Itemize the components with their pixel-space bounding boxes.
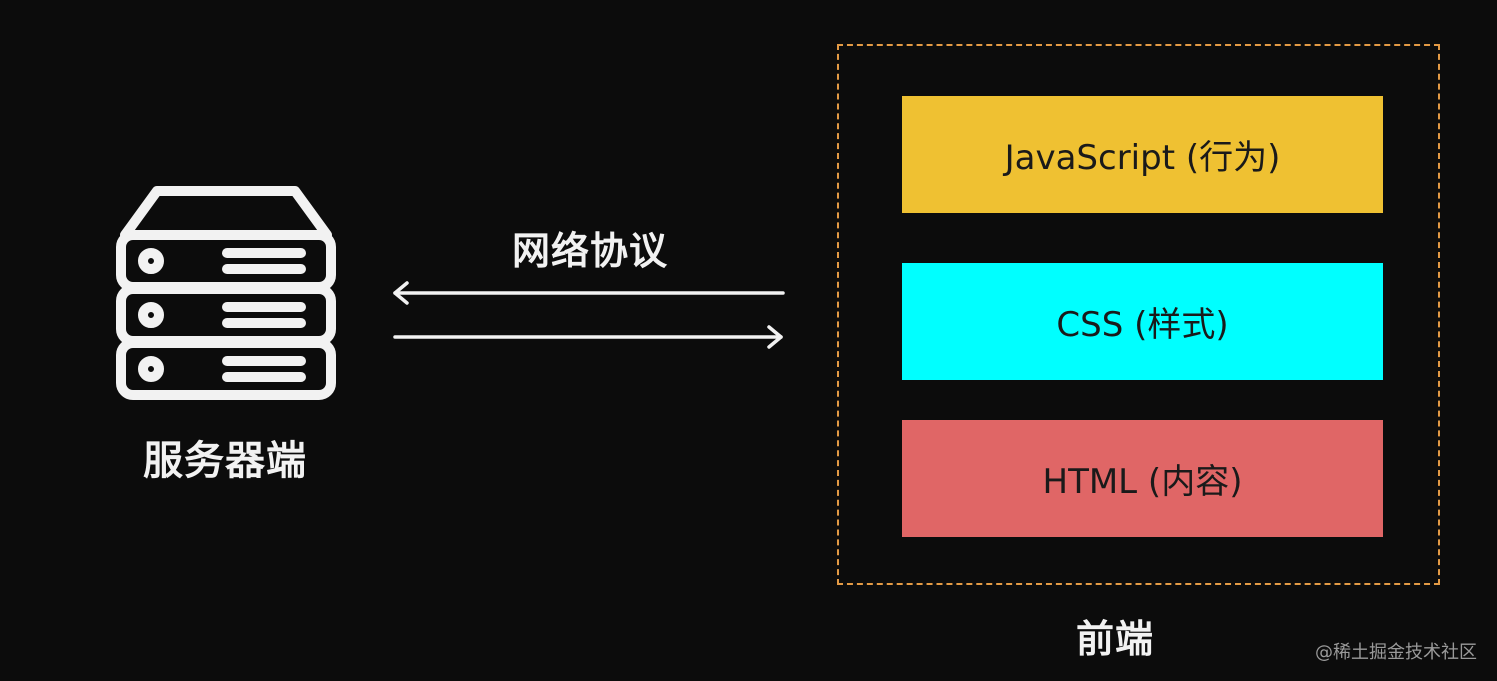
server-label: 服务器端 xyxy=(143,438,307,484)
server-stack-icon xyxy=(116,186,336,400)
layer-css-label: CSS (样式) xyxy=(1056,305,1229,345)
protocol-label: 网络协议 xyxy=(511,229,668,273)
layer-html-label: HTML (内容) xyxy=(1042,462,1243,502)
arrow-left-icon xyxy=(393,281,785,305)
layer-javascript-label: JavaScript (行为) xyxy=(1004,138,1281,178)
layer-html: HTML (内容) xyxy=(902,420,1383,537)
arrows-group xyxy=(393,281,785,349)
layer-javascript: JavaScript (行为) xyxy=(902,96,1383,213)
watermark: @稀土掘金技术社区 xyxy=(1315,642,1477,663)
frontend-label: 前端 xyxy=(1075,617,1154,661)
arrow-right-icon xyxy=(393,325,783,349)
layer-css: CSS (样式) xyxy=(902,263,1383,380)
frontend-frame xyxy=(837,44,1440,585)
